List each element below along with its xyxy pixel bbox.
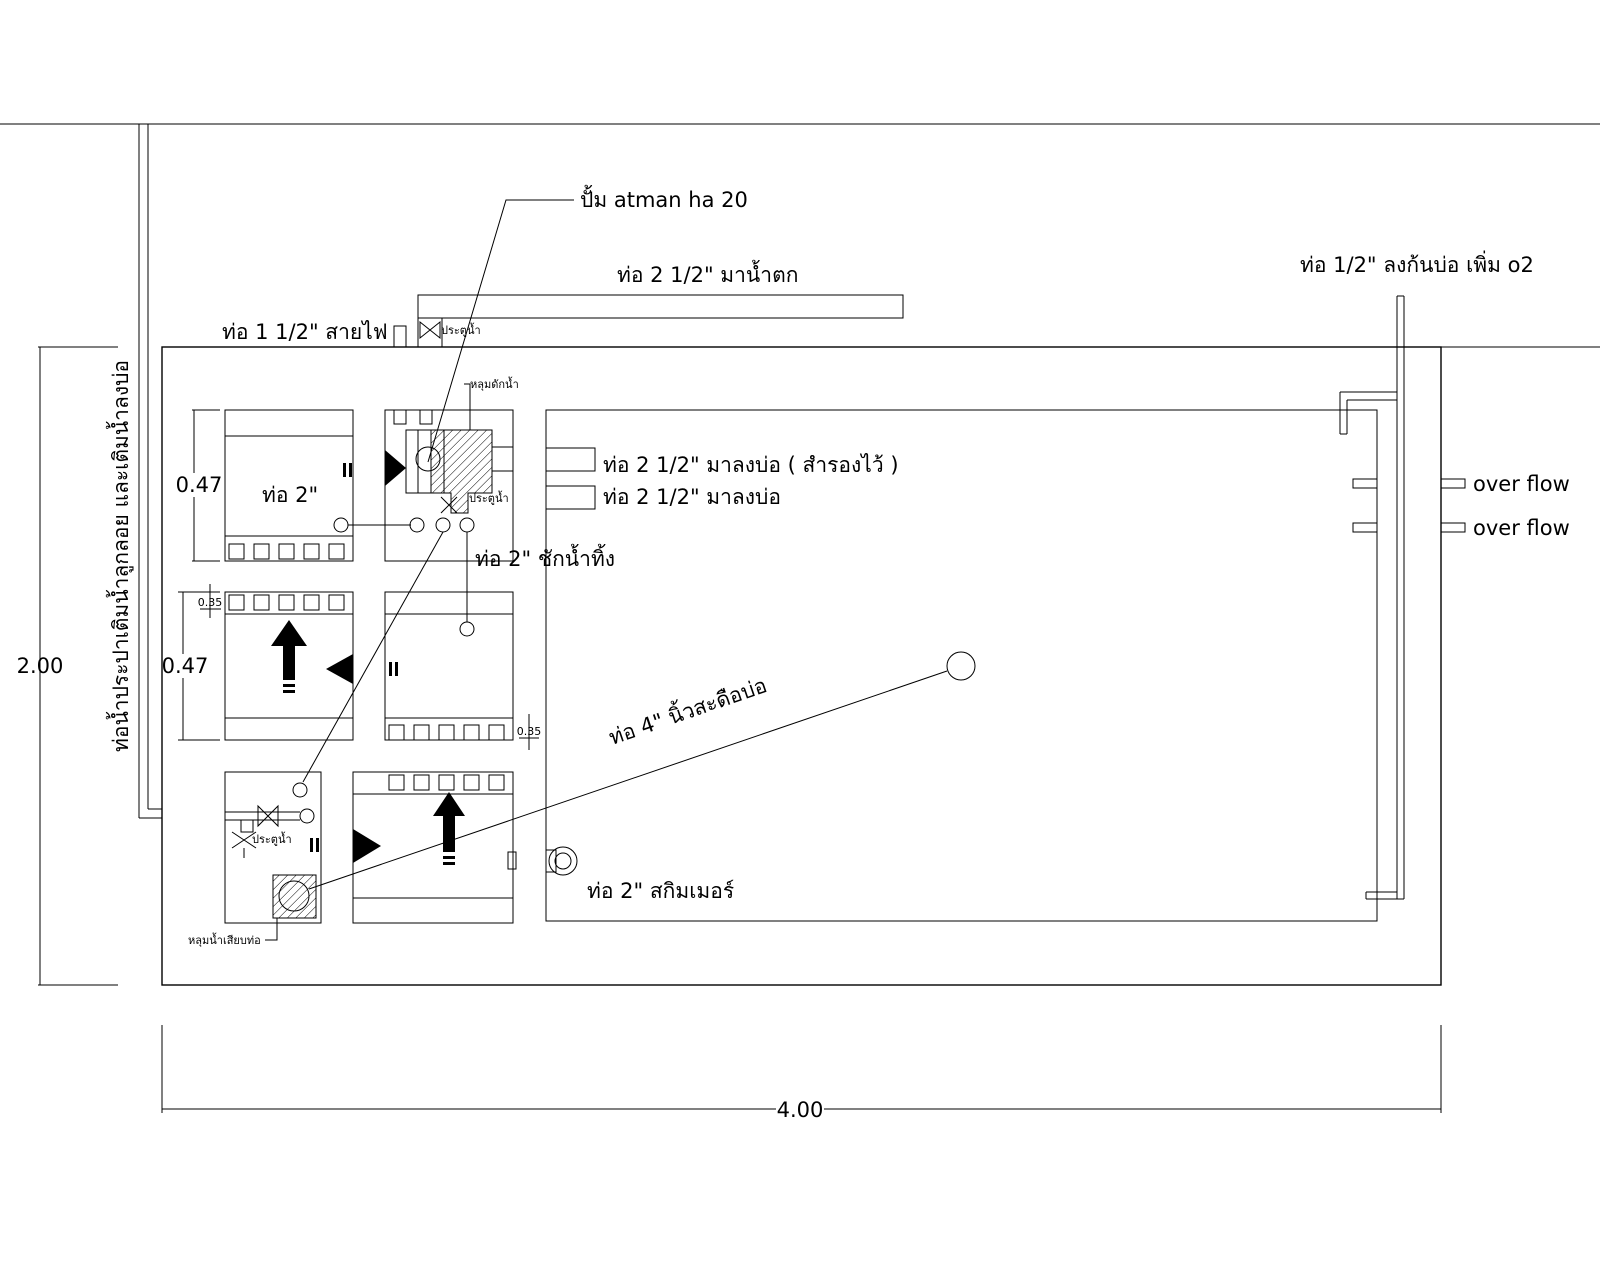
filter-box-3 xyxy=(224,591,354,741)
drain-pipe-end xyxy=(459,621,475,637)
filter-box-2 xyxy=(384,409,514,562)
spare-pipe-label: ท่อ 2 1/2" มาลงบ่อ ( สำรองไว้ ) xyxy=(603,453,899,477)
spare-pipe xyxy=(545,447,596,472)
sump-hole-top-leader xyxy=(464,383,471,430)
sump-hole-bottom-label: หลุมน้ำเสียบท่อ xyxy=(188,932,261,947)
bottom-drain-line xyxy=(308,670,948,890)
fill-pipe-label: ท่อน้ำประปาเติมน้ำลูกลอย และเติมน้ำลงบ่อ xyxy=(106,360,134,752)
valve-top-icon xyxy=(419,320,441,340)
sump-hole-top-label: หลุมดักน้ำ xyxy=(470,376,519,391)
down-pipe-label: ท่อ 2 1/2" มาลงบ่อ xyxy=(603,485,781,509)
gap-dimension-2 xyxy=(519,714,539,750)
gap-2-label: 0.35 xyxy=(517,725,542,738)
box-height-1-bg xyxy=(177,473,217,497)
bottom-drain-end xyxy=(946,651,976,681)
electric-conduit xyxy=(393,325,407,348)
filter-box-1 xyxy=(224,409,411,562)
overflow-1-label: over flow xyxy=(1473,472,1570,496)
overflow-pipe-2 xyxy=(1352,522,1466,533)
width-dimension-label: 4.00 xyxy=(777,1098,824,1122)
gap-1-label: 0.35 xyxy=(198,596,223,609)
filter-box-4 xyxy=(384,591,514,741)
o2-pipe xyxy=(1339,295,1405,900)
overflow-pipe-1 xyxy=(1352,478,1466,489)
box-height-2-bg xyxy=(163,654,203,678)
pipe-2in-label: ท่อ 2" xyxy=(262,483,318,507)
filter-box-6 xyxy=(352,771,517,924)
box-height-2-label: 0.47 xyxy=(162,654,209,678)
skimmer-label: ท่อ 2" สกิมเมอร์ xyxy=(587,879,734,903)
gap-dimension-1 xyxy=(200,584,221,618)
waterfall-pipe xyxy=(417,294,904,319)
o2-pipe-label: ท่อ 1/2" ลงก้นบ่อ เพิ่ม o2 xyxy=(1300,250,1534,277)
down-pipe xyxy=(545,485,596,510)
drain-pipe-label: ท่อ 2" ชักน้ำทิ้ง xyxy=(475,544,615,571)
pump-leader xyxy=(427,199,574,463)
height-dimension xyxy=(38,346,118,986)
pipe-link-line xyxy=(302,531,444,783)
main-chamber xyxy=(545,409,1378,922)
sump-hole-bottom-leader xyxy=(265,918,278,941)
valve-bottom-label: ประตูน้ำ xyxy=(252,831,292,846)
waterfall-riser xyxy=(417,317,443,348)
valve-top-label: ประตูน้ำ xyxy=(441,322,481,337)
pump-label: ปั้ม atman ha 20 xyxy=(580,185,748,212)
overflow-2-label: over flow xyxy=(1473,516,1570,540)
width-label-bg xyxy=(776,1098,824,1120)
fill-pipe xyxy=(138,124,162,819)
valve-mid-label: ประตูน้ำ xyxy=(469,490,509,505)
filter-box-5 xyxy=(224,771,322,924)
pond-outline xyxy=(161,346,1442,986)
skimmer-icon xyxy=(545,846,578,876)
waterfall-pipe-label: ท่อ 2 1/2" มาน้ำตก xyxy=(617,260,798,287)
bottom-drain-label: ท่อ 4" นิ้วสะดือบ่อ xyxy=(605,670,770,749)
electric-conduit-label: ท่อ 1 1/2" สายไฟ xyxy=(222,320,388,344)
height-dimension-label: 2.00 xyxy=(17,654,64,678)
box-height-1-label: 0.47 xyxy=(176,473,223,497)
